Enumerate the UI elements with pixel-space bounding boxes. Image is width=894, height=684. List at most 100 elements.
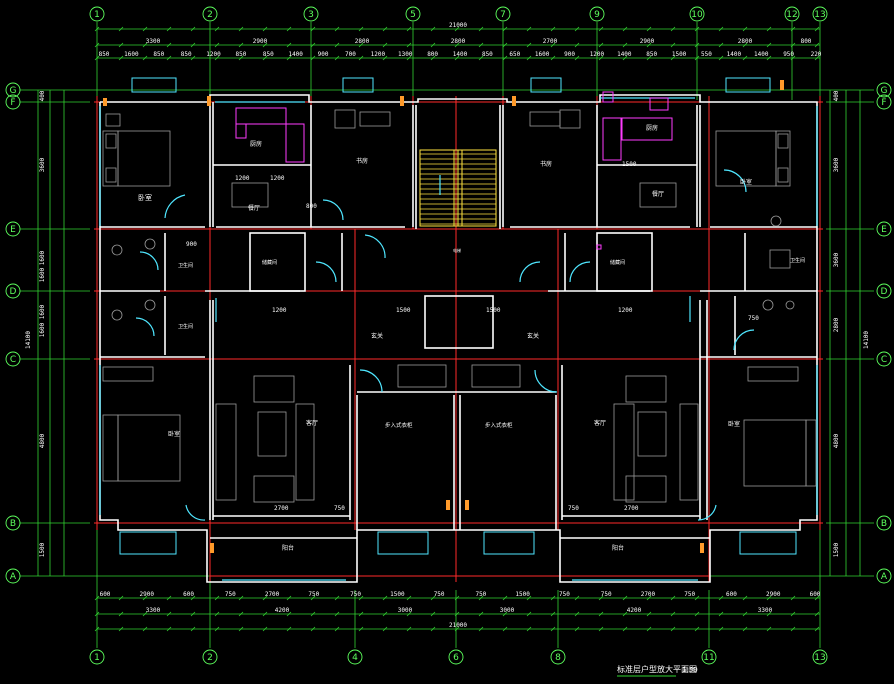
- dimension-text: 3300: [146, 38, 161, 45]
- dimension-text: 3000: [500, 607, 515, 614]
- dimension-text: 600: [100, 591, 111, 598]
- room-label: 卫生间: [790, 257, 805, 264]
- svg-text:A: A: [881, 572, 888, 582]
- svg-text:4: 4: [352, 653, 358, 663]
- room-label: 卧室: [138, 193, 152, 202]
- room-label: 书房: [356, 157, 368, 165]
- dimension-text: 1500: [515, 591, 530, 598]
- dimension-text: 3300: [758, 607, 773, 614]
- dimension-text: 1200: [371, 51, 386, 58]
- svg-text:750: 750: [568, 505, 579, 512]
- dimension-text: 850: [181, 51, 192, 58]
- dimension-text: 21000: [449, 622, 467, 629]
- dimension-text: 1500: [833, 542, 840, 557]
- dimension-text: 950: [783, 51, 794, 58]
- room-label: 客厅: [594, 419, 606, 427]
- dimension-text: 800: [801, 38, 812, 45]
- dimension-text: 21000: [449, 22, 467, 29]
- dimension-text: 550: [701, 51, 712, 58]
- walls: [99, 94, 818, 583]
- dimension-text: 650: [509, 51, 520, 58]
- door-markers: [103, 80, 784, 553]
- dimension-text: 900: [318, 51, 329, 58]
- room-label: 客厅: [306, 419, 318, 427]
- axis-bubble-top: 10: [689, 6, 705, 22]
- room-label: 步入式衣柜: [385, 421, 413, 429]
- svg-text:900: 900: [186, 241, 197, 248]
- dimension-text: 1400: [727, 51, 742, 58]
- svg-text:1: 1: [94, 10, 100, 20]
- inner-dimensions: 1200 1200 1500 900 1200 1200 1500 1500 2…: [186, 161, 759, 512]
- dimension-text: 850: [236, 51, 247, 58]
- svg-text:2700: 2700: [274, 505, 289, 512]
- axis-bubble-top: 13: [812, 6, 828, 22]
- drawing-title-block: 标准层户型放大平面图 1:50: [617, 664, 698, 677]
- dimension-text: 750: [225, 591, 236, 598]
- room-label: 阳台: [282, 544, 294, 552]
- dimension-text: 1600: [39, 322, 46, 337]
- svg-text:750: 750: [334, 505, 345, 512]
- dimension-text: 1200: [590, 51, 605, 58]
- axis-bubble-right: E: [876, 221, 892, 237]
- axis-bubble-bottom: 11: [701, 649, 717, 665]
- axis-bubble-bottom: 1: [89, 649, 105, 665]
- dimension-text: 2700: [543, 38, 558, 45]
- svg-text:1: 1: [94, 653, 100, 663]
- dimension-text: 3300: [146, 607, 161, 614]
- dimension-text: 1600: [39, 304, 46, 319]
- bathroom-fixtures: [111, 215, 795, 321]
- svg-text:2: 2: [207, 653, 213, 663]
- svg-text:E: E: [10, 225, 16, 235]
- svg-text:800: 800: [306, 203, 317, 210]
- room-label: 玄关: [371, 332, 383, 340]
- room-label: 储藏间: [262, 259, 277, 266]
- axis-bubble-left: C: [5, 351, 21, 367]
- svg-text:2700: 2700: [624, 505, 639, 512]
- dimension-text: 700: [345, 51, 356, 58]
- dimension-text: 750: [308, 591, 319, 598]
- dimension-text: 1600: [124, 51, 139, 58]
- svg-text:7: 7: [500, 10, 506, 20]
- dimension-text: 2700: [265, 591, 280, 598]
- dimension-text: 3600: [833, 157, 840, 172]
- svg-text:1200: 1200: [270, 175, 285, 182]
- axis-bubble-left: B: [5, 515, 21, 531]
- axis-bubble-bottom: 6: [448, 649, 464, 665]
- svg-text:F: F: [10, 98, 15, 108]
- axis-bubble-top: 9: [589, 6, 605, 22]
- svg-text:D: D: [10, 287, 17, 297]
- dimension-text: 750: [559, 591, 570, 598]
- svg-text:C: C: [881, 355, 887, 365]
- svg-text:1500: 1500: [622, 161, 637, 168]
- dimension-text: 850: [482, 51, 493, 58]
- svg-text:2: 2: [207, 10, 213, 20]
- dimension-text: 4800: [39, 433, 46, 448]
- dimension-text: 750: [350, 591, 361, 598]
- svg-text:5: 5: [410, 10, 416, 20]
- dimension-text: 1500: [39, 542, 46, 557]
- dimension-text: 750: [475, 591, 486, 598]
- axis-bubble-right: D: [876, 283, 892, 299]
- dimension-text: 1400: [617, 51, 632, 58]
- dimension-text: 2900: [640, 38, 655, 45]
- windows: [99, 77, 818, 581]
- dimension-text: 1400: [453, 51, 468, 58]
- dimension-text: 400: [833, 90, 840, 101]
- svg-text:1200: 1200: [618, 307, 633, 314]
- dimension-text: 900: [564, 51, 575, 58]
- svg-text:E: E: [881, 225, 887, 235]
- dimension-text: 400: [39, 90, 46, 101]
- furniture: [102, 109, 817, 503]
- axis-bubble-bottom: 2: [202, 649, 218, 665]
- dimension-text: 1400: [754, 51, 769, 58]
- svg-text:D: D: [881, 287, 888, 297]
- axis-bubble-bottom: 8: [550, 649, 566, 665]
- svg-text:10: 10: [691, 10, 703, 20]
- dimension-text: 850: [646, 51, 657, 58]
- dimension-text: 750: [434, 591, 445, 598]
- axis-bubble-bottom: 4: [347, 649, 363, 665]
- svg-text:F: F: [881, 98, 886, 108]
- dimension-text: 3600: [39, 157, 46, 172]
